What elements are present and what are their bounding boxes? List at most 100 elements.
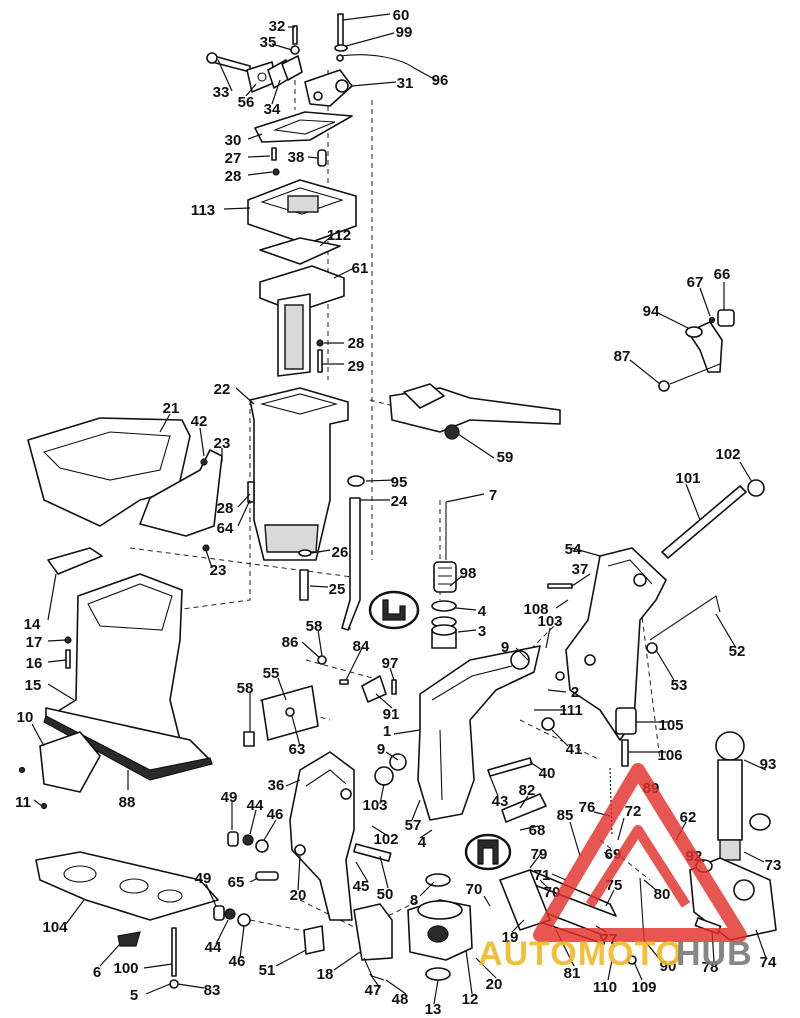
- callout-6: 6: [93, 964, 101, 981]
- callout-85: 85: [557, 807, 574, 824]
- watermark-triangle: [533, 763, 747, 942]
- callout-36: 36: [268, 777, 285, 794]
- callout-2: 2: [571, 684, 579, 701]
- callout-65: 65: [228, 874, 245, 891]
- lower-cowl: [27, 417, 255, 552]
- callout-101: 101: [675, 470, 700, 487]
- callout-90: 90: [660, 958, 677, 975]
- service-symbol-badge-top: [368, 590, 420, 630]
- callout-68: 68: [529, 822, 546, 839]
- callout-80: 80: [654, 886, 671, 903]
- shift-lever: [658, 309, 735, 392]
- callout-28: 28: [217, 500, 234, 517]
- callout-14: 14: [24, 616, 41, 633]
- swivel-bracket: [374, 645, 555, 821]
- washer-stack-parts: [213, 831, 279, 927]
- callout-95: 95: [391, 474, 408, 491]
- callout-12: 12: [462, 991, 479, 1008]
- watermark-brand-left: AUTOMOTO: [478, 935, 683, 973]
- callout-44: 44: [205, 939, 222, 956]
- callout-72: 72: [625, 803, 642, 820]
- callout-88: 88: [119, 794, 136, 811]
- callout-7: 7: [489, 487, 497, 504]
- tiller-arm: [389, 383, 561, 440]
- callout-70: 70: [466, 881, 483, 898]
- callout-5: 5: [130, 987, 138, 1004]
- callout-113: 113: [191, 202, 215, 219]
- callout-74: 74: [760, 954, 777, 971]
- callout-9: 9: [501, 639, 509, 656]
- callout-52: 52: [729, 643, 746, 660]
- callout-26: 26: [332, 544, 349, 561]
- callout-60: 60: [393, 7, 410, 24]
- callout-86: 86: [282, 634, 299, 651]
- callout-105: 105: [658, 717, 683, 734]
- callout-13: 13: [425, 1001, 442, 1018]
- callout-40: 40: [539, 765, 556, 782]
- callout-106: 106: [657, 747, 682, 764]
- callout-24: 24: [391, 493, 408, 510]
- callout-97: 97: [382, 655, 399, 672]
- driveshaft-seal-group: [431, 502, 457, 649]
- callout-1: 1: [383, 723, 391, 740]
- callout-67: 67: [687, 274, 704, 291]
- callout-79: 79: [531, 846, 548, 863]
- callout-28: 28: [348, 335, 365, 352]
- water-tube-parts: [298, 475, 365, 631]
- callout-53: 53: [671, 677, 688, 694]
- watermark-brand-right: HUB: [676, 935, 753, 973]
- callout-8: 8: [410, 892, 418, 909]
- callout-102: 102: [373, 831, 398, 848]
- callout-111: 111: [559, 702, 582, 719]
- callout-71: 71: [534, 867, 551, 884]
- callout-51: 51: [259, 962, 276, 979]
- callout-66: 66: [714, 266, 731, 283]
- callout-91: 91: [383, 706, 400, 723]
- leader-lines: [31, 13, 767, 1005]
- exhaust-housing: [249, 387, 349, 561]
- callout-104: 104: [42, 919, 68, 936]
- callout-102: 102: [715, 446, 740, 463]
- callout-37: 37: [572, 561, 589, 578]
- callout-4: 4: [478, 603, 487, 620]
- steering-head-group: [206, 13, 415, 377]
- callout-42: 42: [191, 413, 208, 430]
- callout-45: 45: [353, 878, 370, 895]
- callout-54: 54: [565, 541, 582, 558]
- callout-109: 109: [631, 979, 656, 996]
- tilt-lever-parts: [243, 583, 573, 747]
- callout-57: 57: [405, 817, 422, 834]
- callout-81: 81: [564, 965, 581, 982]
- callout-59: 59: [497, 449, 514, 466]
- clamp-bracket-left: [289, 751, 392, 921]
- callout-84: 84: [353, 638, 370, 655]
- callout-41: 41: [566, 741, 583, 758]
- callout-29: 29: [348, 358, 365, 375]
- callout-32: 32: [269, 18, 286, 35]
- callout-22: 22: [214, 381, 231, 398]
- callout-82: 82: [519, 782, 536, 799]
- callout-100: 100: [113, 960, 138, 977]
- callout-103: 103: [362, 797, 387, 814]
- callout-55: 55: [263, 665, 280, 682]
- lower-swivel-parts: [303, 873, 473, 981]
- callout-44: 44: [247, 797, 264, 814]
- callout-21: 21: [163, 400, 180, 417]
- callout-76: 76: [579, 799, 596, 816]
- callout-34: 34: [264, 101, 281, 118]
- clamp-bracket-right: [565, 479, 765, 741]
- callout-46: 46: [229, 953, 246, 970]
- callout-93: 93: [760, 756, 777, 773]
- callout-99: 99: [396, 24, 413, 41]
- callout-96: 96: [432, 72, 449, 89]
- callout-87: 87: [614, 348, 631, 365]
- callout-33: 33: [213, 84, 230, 101]
- callout-18: 18: [317, 966, 334, 983]
- callout-31: 31: [397, 75, 414, 92]
- callout-49: 49: [221, 789, 238, 806]
- callout-47: 47: [365, 982, 382, 999]
- callout-98: 98: [460, 565, 477, 582]
- midsection-housing: [18, 547, 213, 810]
- callout-30: 30: [225, 132, 242, 149]
